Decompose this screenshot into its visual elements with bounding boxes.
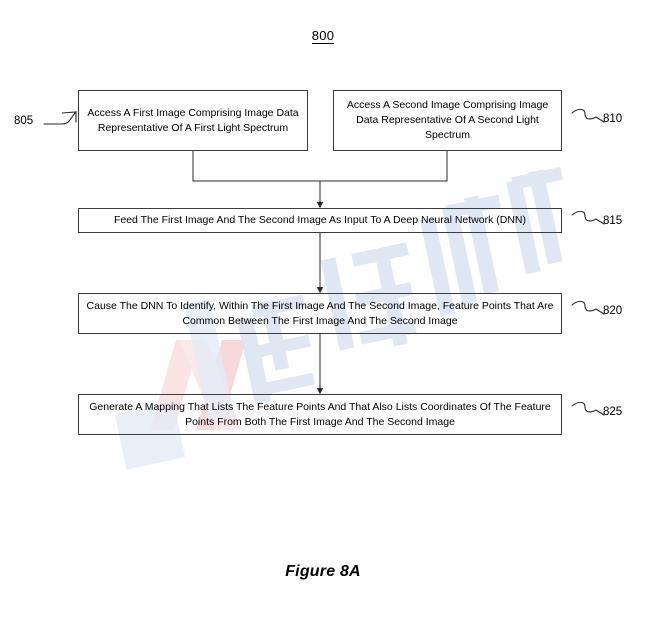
figure-caption: Figure 8A (285, 563, 361, 580)
process-box-815: Feed The First Image And The Second Imag… (78, 208, 562, 233)
figure-number-text: 800 (311, 28, 335, 44)
leader-line-805 (43, 111, 78, 125)
process-box-805-text: Access A First Image Comprising Image Da… (87, 106, 299, 134)
reference-numeral-815: 815 (603, 215, 623, 227)
process-box-820-text: Cause The DNN To Identify, Within The Fi… (86, 299, 554, 327)
leader-line-815 (571, 210, 605, 225)
process-box-825: Generate A Mapping That Lists The Featur… (78, 394, 562, 435)
process-box-810-text: Access A Second Image Comprising Image D… (346, 99, 549, 141)
connector-810-to-815 (320, 151, 448, 182)
leader-line-820 (571, 300, 605, 315)
reference-numeral-810: 810 (603, 113, 623, 125)
process-box-820: Cause The DNN To Identify, Within The Fi… (78, 293, 562, 334)
process-box-810: Access A Second Image Comprising Image D… (333, 90, 562, 151)
reference-numeral-820: 820 (603, 305, 623, 317)
process-box-805: Access A First Image Comprising Image Da… (78, 90, 308, 151)
leader-line-825 (571, 401, 605, 416)
reference-numeral-825: 825 (603, 406, 623, 418)
reference-numeral-805: 805 (14, 115, 34, 127)
leader-line-810 (571, 108, 605, 123)
figure-number: 800 (0, 28, 646, 44)
process-box-815-text: Feed The First Image And The Second Imag… (113, 214, 527, 226)
process-box-825-text: Generate A Mapping That Lists The Featur… (89, 400, 551, 428)
connector-805-to-815 (192, 151, 320, 182)
